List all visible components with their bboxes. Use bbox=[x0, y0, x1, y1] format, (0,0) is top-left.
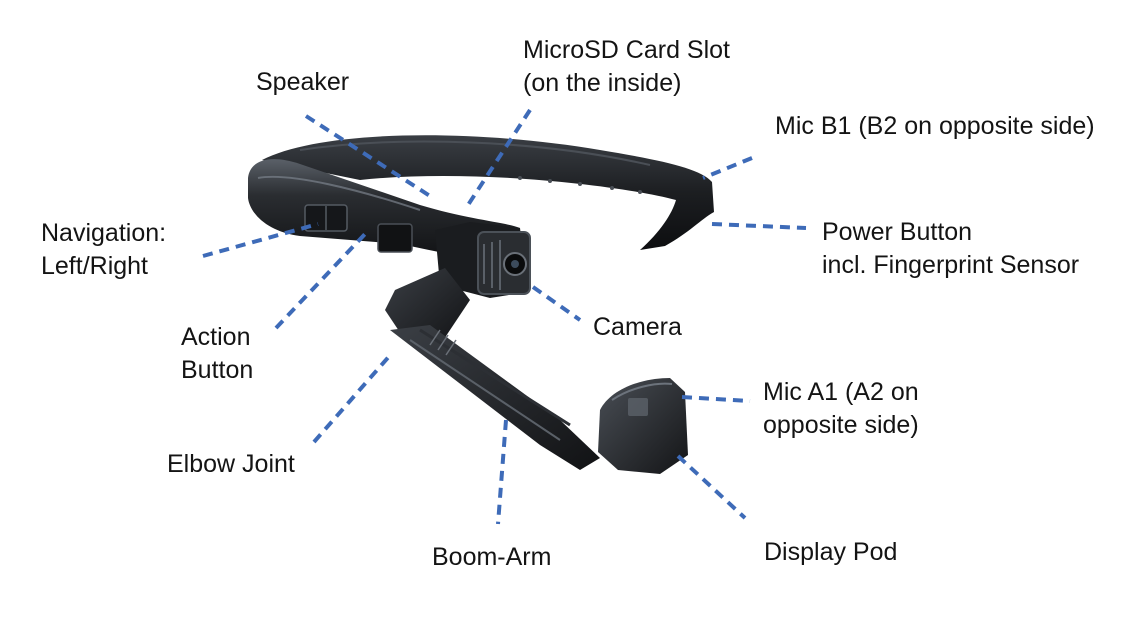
label-microsd-line-2: (on the inside) bbox=[523, 69, 682, 97]
label-power-button-line-1: Power Button bbox=[822, 218, 973, 246]
label-mic-a1: Mic A1 (A2 on opposite side) bbox=[763, 376, 919, 442]
camera-module bbox=[435, 222, 531, 298]
leader-display-pod bbox=[676, 454, 747, 520]
label-microsd-line-1: MicroSD Card Slot bbox=[523, 36, 730, 64]
label-boom-arm: Boom-Arm bbox=[432, 541, 551, 574]
label-elbow-joint-line-1: Elbow Joint bbox=[167, 450, 295, 478]
label-mic-b1: Mic B1 (B2 on opposite side) bbox=[775, 110, 1095, 143]
label-camera-line-1: Camera bbox=[593, 313, 682, 341]
label-boom-arm-line-1: Boom-Arm bbox=[432, 543, 552, 571]
label-speaker: Speaker bbox=[256, 66, 349, 99]
leader-elbow-joint bbox=[312, 351, 394, 444]
leader-boom-arm bbox=[496, 419, 508, 525]
label-power-button-line-2: incl. Fingerprint Sensor bbox=[822, 251, 1080, 279]
leader-mic-a1 bbox=[681, 395, 751, 403]
label-mic-b1-line-1: Mic B1 (B2 on opposite side) bbox=[775, 112, 1095, 140]
label-mic-a1-line-1: Mic A1 (A2 on bbox=[763, 378, 919, 406]
leader-action-button bbox=[274, 232, 367, 330]
label-action-button-line-1: Action bbox=[181, 323, 251, 351]
label-navigation-line-1: Navigation: bbox=[41, 219, 167, 247]
label-action-button-line-2: Button bbox=[181, 356, 254, 384]
leader-mic-b1 bbox=[702, 156, 753, 180]
label-elbow-joint: Elbow Joint bbox=[167, 448, 295, 481]
leader-camera bbox=[531, 285, 582, 322]
label-mic-a1-line-2: opposite side) bbox=[763, 411, 919, 439]
label-microsd-card-slot: MicroSD Card Slot (on the inside) bbox=[523, 34, 730, 100]
label-display-pod-line-1: Display Pod bbox=[764, 538, 898, 566]
leader-microsd bbox=[466, 108, 532, 207]
label-action-button: Action Button bbox=[181, 321, 253, 387]
label-display-pod: Display Pod bbox=[764, 536, 897, 569]
leader-lines bbox=[202, 108, 807, 525]
leader-speaker bbox=[304, 114, 432, 198]
leader-navigation bbox=[202, 222, 319, 258]
boom-arm-shape bbox=[385, 268, 600, 470]
headband bbox=[262, 135, 714, 250]
leader-power-button bbox=[711, 222, 807, 230]
label-speaker-line-1: Speaker bbox=[256, 68, 350, 96]
label-power-button: Power Button incl. Fingerprint Sensor bbox=[822, 216, 1079, 282]
label-camera: Camera bbox=[593, 311, 682, 344]
label-navigation-line-2: Left/Right bbox=[41, 252, 149, 280]
label-navigation: Navigation: Left/Right bbox=[41, 217, 166, 283]
display-pod-shape bbox=[598, 378, 688, 474]
action-button-shape bbox=[377, 223, 413, 253]
